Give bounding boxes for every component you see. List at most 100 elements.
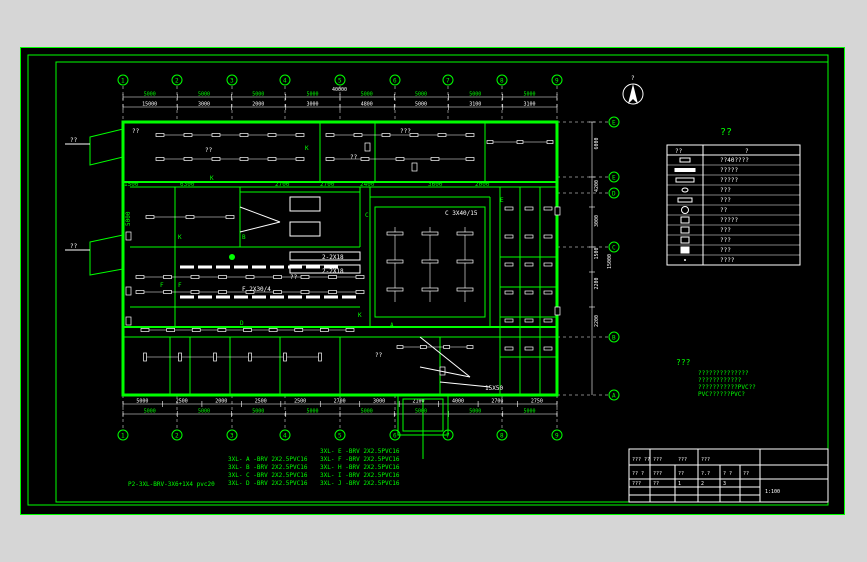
lamp-fixture: [430, 157, 440, 161]
dimension-text: 5000: [469, 409, 481, 415]
lamp-fixture: [245, 290, 255, 294]
title-block-cell: ???: [678, 457, 687, 463]
lamp-fixture: [135, 275, 145, 279]
grid-label: 7: [446, 433, 450, 440]
room-label: F: [160, 282, 164, 289]
title-block-cell: ???: [701, 457, 710, 463]
lamp-fixture: [318, 352, 322, 362]
lamp-fixture: [381, 133, 391, 137]
west-entry-label-1: ??: [70, 137, 78, 144]
dimension-text: 2700: [491, 399, 503, 405]
double-rect-icon: [675, 177, 695, 183]
lamp-fixture: [135, 290, 145, 294]
dimension-total: 15000: [607, 254, 613, 269]
grid-label: 4: [283, 433, 287, 440]
dimension-text: 2200: [594, 315, 600, 327]
title-block-cell: ?? ?: [632, 471, 644, 477]
dimension-text: 2100: [413, 399, 425, 405]
title-block-cell: 3: [723, 481, 726, 487]
dimension-text: 2000: [215, 399, 227, 405]
lamp-fixture: [325, 157, 335, 161]
lamp-fixture: [516, 140, 524, 144]
grid-bubble: [496, 429, 508, 441]
room-label: 3600: [428, 181, 443, 188]
lamp-fixture: [421, 287, 439, 292]
lamp-fixture: [419, 345, 427, 349]
lamp-fixture: [546, 140, 554, 144]
circuit-line: 3XL- J -BRV 2X2.5PVC16: [320, 480, 400, 487]
dimension-text: 5000: [523, 409, 535, 415]
lamp-fixture: [524, 346, 534, 351]
dimension-text: 5000: [306, 92, 318, 98]
lamp-fixture: [524, 234, 534, 239]
grid-bubble: [608, 389, 620, 401]
circuit-line: 3XL- F -BRV 2X2.5PVC16: [320, 456, 400, 463]
lamp-fixture: [218, 290, 227, 294]
grid-label: E: [612, 175, 616, 182]
lamp-fixture: [143, 352, 147, 362]
square-b-icon: [680, 226, 690, 234]
dimension-text: 4200: [594, 180, 600, 192]
lamp-fixture: [145, 215, 155, 219]
legend-row-text: ?????: [720, 177, 738, 184]
grid-bubble: [279, 74, 291, 86]
circle-icon: [681, 206, 689, 214]
oval-icon: [681, 187, 689, 193]
dimension-text: 3000: [373, 399, 385, 405]
lamp-fixture: [163, 290, 172, 294]
legend-table: ?? ?? ? ??40????????????????????????????…: [666, 127, 801, 266]
west-entry-label-2: ??: [70, 243, 78, 250]
dimension-text: 5000: [252, 92, 264, 98]
distribution-box: [125, 231, 132, 241]
lamp-fixture: [239, 133, 249, 137]
room-labels: K K K F F B A D E C C 3X40/15 F 2X30/4 2…: [124, 128, 504, 392]
lamp-fixture: [217, 328, 227, 332]
dimension-text: 5000: [523, 92, 535, 98]
room-label: C: [365, 212, 369, 219]
dimension-text: 5000: [415, 409, 427, 415]
distribution-box: [554, 206, 561, 216]
room-label: ???: [400, 128, 411, 135]
grid-label: 8: [500, 78, 504, 85]
lamp-fixture: [225, 215, 235, 219]
double-square-icon: [680, 246, 690, 254]
lamp-fixture: [243, 328, 252, 332]
dimension-text: 2000: [252, 102, 264, 108]
grid-label: 2: [175, 78, 179, 85]
grid-bubble: [608, 171, 620, 183]
lamp-fixture: [443, 345, 451, 349]
dimension-text: 4800: [361, 102, 373, 108]
lamp-fixture: [155, 157, 165, 161]
title-block-cell: ??: [743, 471, 749, 477]
grid-label: D: [612, 191, 616, 198]
note-line: ??????????????: [698, 370, 749, 377]
lamp-fixture: [437, 133, 447, 137]
dimension-text: 5000: [198, 92, 210, 98]
dimension-text: 5000: [144, 409, 156, 415]
grid-bubble: [442, 74, 454, 86]
legend-row-text: ???: [720, 187, 731, 194]
room-label: K: [178, 234, 182, 241]
room-label: 2000: [475, 181, 490, 188]
lamp-fixture: [190, 275, 200, 279]
square-icon: [680, 216, 690, 224]
circuit-line: 3XL- C -BRV 2X2.5PVC16: [228, 472, 308, 479]
lamp-fixture: [283, 352, 287, 362]
grid-bubble: [334, 74, 346, 86]
lamp-fixture: [386, 231, 404, 236]
dimension-text: 2500: [255, 399, 267, 405]
lamp-fixture: [524, 206, 534, 211]
legend-row-text: ???: [720, 197, 731, 204]
lamp-fixture: [273, 290, 282, 294]
lamp-fixture: [456, 259, 474, 264]
legend-title: ??: [720, 127, 732, 138]
lamp-fixture: [524, 290, 534, 295]
lamp-fixture: [328, 290, 337, 294]
title-block-cell: ?.?: [701, 471, 710, 477]
dimension-text: 4000: [452, 399, 464, 405]
lamp-fixture: [185, 215, 195, 219]
room-label: K: [358, 312, 362, 319]
lamp-fixture: [178, 352, 182, 362]
grid-label: B: [612, 335, 616, 342]
